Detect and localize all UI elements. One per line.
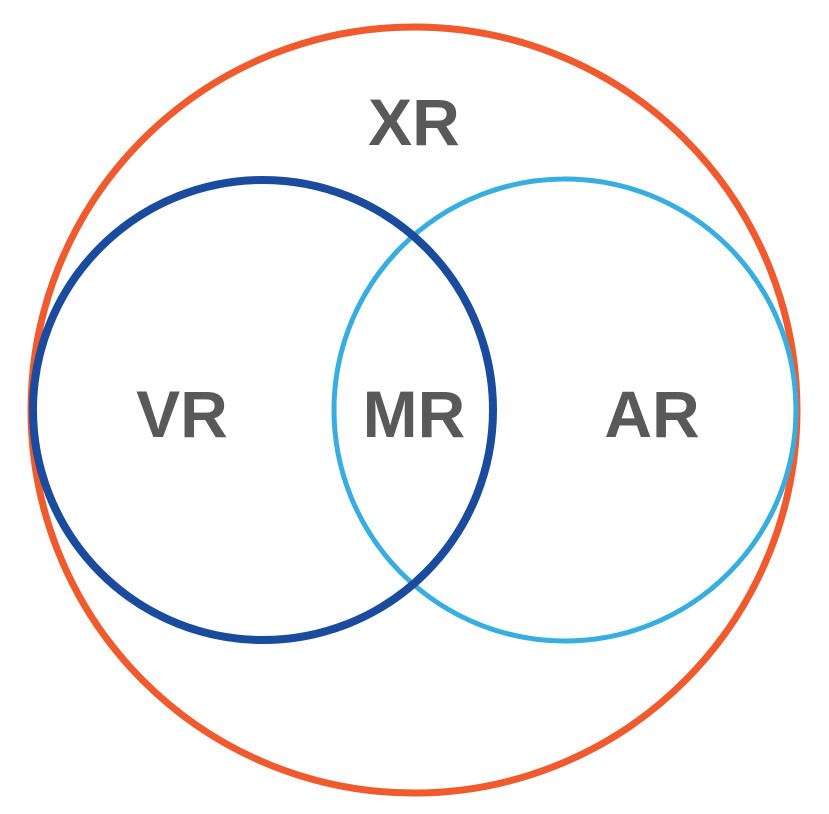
- vr-circle: [29, 176, 497, 644]
- vr-label: VR: [136, 377, 228, 451]
- ar-circle: [331, 176, 799, 644]
- xr-label: XR: [368, 85, 460, 159]
- mr-label: MR: [363, 377, 466, 451]
- ar-label: AR: [604, 377, 699, 451]
